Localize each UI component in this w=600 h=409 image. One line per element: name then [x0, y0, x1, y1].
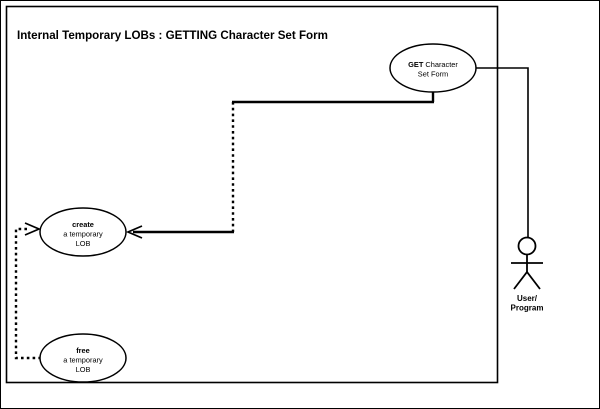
use-case-label-line2: a temporary — [63, 230, 103, 239]
use-case-label-line3: LOB — [76, 239, 91, 248]
use-case-label-line3: LOB — [76, 365, 91, 374]
association-get-to-actor — [476, 67, 529, 237]
use-case-label-line2: a temporary — [63, 356, 103, 365]
use-case-label-line2: Set Form — [418, 70, 448, 79]
use-case-label-emphasis: free — [76, 346, 90, 355]
use-case-free-a-temporary-lob[interactable]: free a temporary LOB — [39, 333, 127, 383]
use-case-label-rest: Character — [423, 60, 458, 69]
use-case-create-a-temporary-lob[interactable]: create a temporary LOB — [39, 207, 127, 257]
arrowhead-into-create-left — [24, 222, 42, 236]
link-free-to-create-dotted — [14, 227, 41, 360]
actor-label-line2: Program — [511, 304, 544, 313]
use-case-ellipse — [389, 43, 477, 93]
actor-label-line1: User/ — [517, 294, 538, 303]
diagram-frame — [5, 5, 499, 384]
actor-legs-icon — [513, 270, 541, 290]
use-case-label-emphasis: GET — [408, 60, 424, 69]
use-case-ellipse — [39, 333, 127, 383]
page-title: Internal Temporary LOBs : GETTING Charac… — [17, 29, 328, 42]
use-case-label-line1: GET Character — [408, 60, 458, 69]
use-case-ellipse — [39, 207, 127, 257]
use-case-label-emphasis: create — [72, 220, 94, 229]
actor-user-program[interactable]: User/ Program — [511, 236, 544, 313]
use-case-get-character-set-form[interactable]: GET Character Set Form — [389, 43, 477, 93]
arrowhead-into-create-right — [125, 225, 143, 239]
actor-head-icon — [517, 236, 537, 256]
